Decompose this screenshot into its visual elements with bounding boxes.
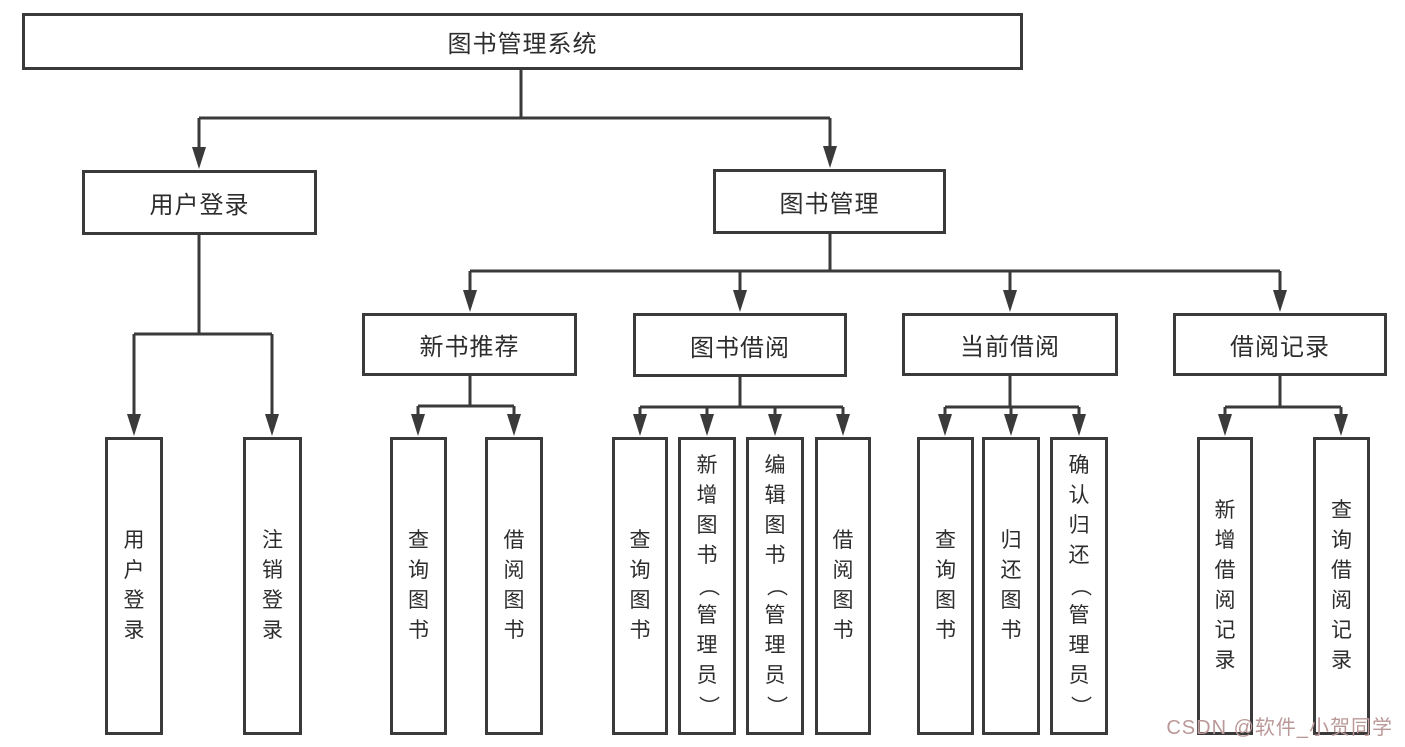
arrowhead-icon: [1218, 414, 1232, 436]
leaf-records-add-record: 新增借阅记录: [1197, 437, 1253, 735]
arrowhead-icon: [507, 414, 521, 436]
node-root: 图书管理系统: [22, 13, 1023, 70]
arrowhead-icon: [633, 414, 647, 436]
leaf-current-confirm-return-admin: 确认归还（管理员）: [1050, 437, 1108, 735]
leaf-borrow-add-book-admin: 新增图书（管理员）: [678, 437, 736, 735]
node-book-management: 图书管理: [713, 169, 946, 234]
leaf-current-query-book: 查询图书: [917, 437, 974, 735]
leaf-current-return-book: 归还图书: [982, 437, 1040, 735]
arrowhead-icon: [192, 147, 206, 169]
arrowhead-icon: [463, 290, 477, 312]
arrowhead-icon: [1334, 414, 1348, 436]
leaf-rec-borrow-book: 借阅图书: [485, 437, 543, 735]
node-new-book-recommend: 新书推荐: [362, 313, 577, 376]
arrowhead-icon: [1004, 414, 1018, 436]
node-current-borrow: 当前借阅: [902, 313, 1118, 376]
csdn-watermark: CSDN @软件_小贺同学: [1166, 717, 1393, 739]
arrowhead-icon: [768, 414, 782, 436]
node-borrow-records: 借阅记录: [1173, 313, 1387, 376]
leaf-user-login: 用户登录: [105, 437, 163, 735]
arrowhead-icon: [1003, 290, 1017, 312]
arrowhead-icon: [700, 414, 714, 436]
leaf-logout: 注销登录: [243, 437, 302, 735]
leaf-borrow-query-book: 查询图书: [612, 437, 668, 735]
leaf-rec-query-book: 查询图书: [390, 437, 447, 735]
leaf-borrow-edit-book-admin: 编辑图书（管理员）: [746, 437, 804, 735]
arrowhead-icon: [733, 290, 747, 312]
arrowhead-icon: [127, 414, 141, 436]
arrowhead-icon: [1072, 414, 1086, 436]
leaf-borrow-borrow-book: 借阅图书: [815, 437, 871, 735]
arrowhead-icon: [1273, 290, 1287, 312]
leaf-records-query-record: 查询借阅记录: [1313, 437, 1370, 735]
arrowhead-icon: [823, 146, 837, 168]
arrowhead-icon: [411, 414, 425, 436]
node-user-login: 用户登录: [82, 170, 317, 235]
arrowhead-icon: [265, 414, 279, 436]
arrowhead-icon: [938, 414, 952, 436]
arrowhead-icon: [836, 414, 850, 436]
node-book-borrow: 图书借阅: [633, 313, 847, 377]
